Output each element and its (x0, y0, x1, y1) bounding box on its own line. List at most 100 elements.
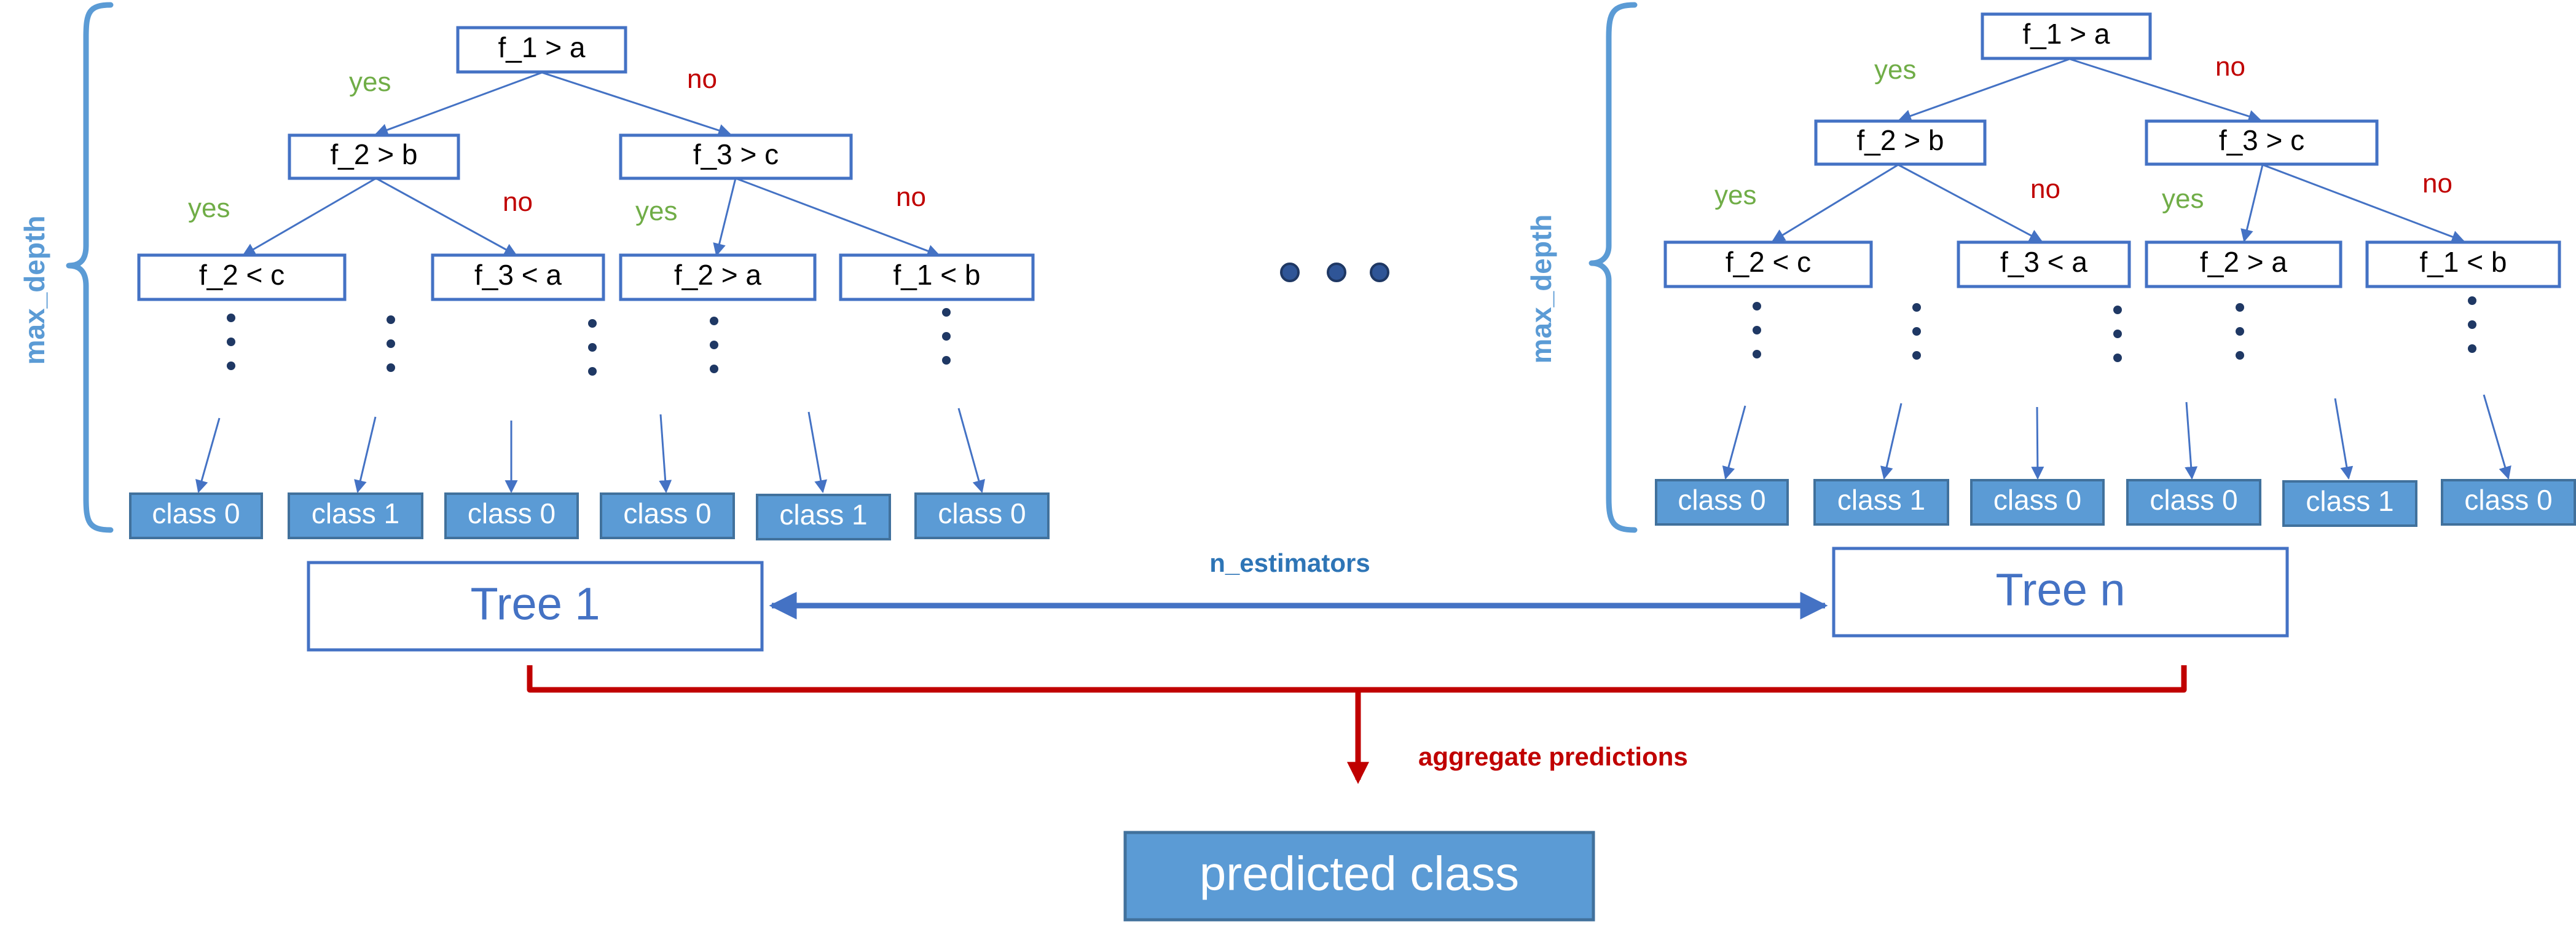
tree-name: Tree 1 (470, 579, 600, 630)
leaf-node: class 0 (1655, 479, 1789, 526)
edge (807, 411, 828, 494)
ellipsis-vertical (2468, 296, 2476, 353)
leaf-node: class 1 (288, 492, 423, 539)
branch-label-no: no (503, 187, 533, 217)
node-label: f_3 > c (693, 138, 779, 170)
edge (1722, 405, 1746, 480)
decision-node: f_2 > b (1814, 119, 1987, 166)
leaf-label: class 1 (1837, 484, 1925, 516)
edge (957, 408, 986, 494)
leaf-node: class 0 (129, 492, 263, 539)
predicted-class-label: predicted class (1200, 847, 1519, 901)
edge (375, 177, 517, 256)
ellipsis-vertical (2236, 303, 2244, 360)
node-label: f_1 < b (2420, 246, 2507, 278)
branch-label-yes: yes (2162, 184, 2204, 214)
branch-label-no: no (2030, 174, 2060, 204)
aggregate-predictions-label: aggregate predictions (1418, 742, 1688, 771)
ellipsis-vertical (2113, 306, 2122, 362)
branch-label-no: no (2422, 168, 2452, 199)
node-label: f_3 > c (2219, 124, 2304, 156)
node-label: f_2 > a (2200, 246, 2287, 278)
edge (713, 178, 737, 257)
predicted-class-box: predicted class (1123, 831, 1595, 922)
edge (2069, 58, 2262, 123)
decision-node: f_3 > c (2145, 119, 2379, 166)
leaf-label: class 0 (1993, 484, 2081, 516)
tree-label-box: Tree n (1832, 547, 2289, 638)
n-estimators-connector: n_estimators (769, 548, 1828, 620)
leaf-label: class 0 (152, 497, 240, 529)
leaf-label: class 0 (2150, 484, 2237, 516)
node-label: f_2 > b (331, 138, 418, 170)
edge (195, 417, 221, 494)
decision-node: f_3 < a (1957, 240, 2131, 288)
leaf-node: class 0 (1970, 479, 2105, 526)
node-label: f_1 < b (893, 259, 981, 291)
root-node: f_1 > a (456, 26, 627, 74)
decision-node: f_3 < a (431, 253, 605, 301)
aggregation-bracket: aggregate predictions (527, 665, 2187, 785)
leaf-label: class 0 (2464, 484, 2552, 516)
decision-node: f_2 < c (137, 253, 347, 301)
max-depth-brace (1588, 2, 1638, 533)
root-node: f_1 > a (1981, 12, 2152, 60)
leaf-label: class 0 (938, 497, 1026, 529)
node-label: f_3 < a (2000, 246, 2087, 278)
leaf-node: class 0 (914, 492, 1050, 539)
max-depth-label: max_depth (1525, 215, 1557, 364)
branch-label-no: no (896, 182, 926, 212)
leaf-node: class 0 (600, 492, 735, 539)
max-depth-brace (66, 2, 114, 533)
node-label: f_1 > a (2023, 18, 2110, 50)
edge (2483, 394, 2511, 480)
tree-name: Tree n (1995, 564, 2125, 615)
ellipsis-vertical (710, 317, 718, 373)
edge (2262, 164, 2465, 243)
node-label: f_3 < a (474, 259, 562, 291)
branch-label-yes: yes (1874, 55, 1916, 85)
tree-n: max_depth yes no yes no yes no f_1 > a f… (1525, 2, 2576, 638)
edge (375, 71, 543, 136)
edge (541, 71, 731, 137)
branch-label-yes: yes (188, 193, 230, 223)
edge (2240, 164, 2264, 243)
leaf-label: class 0 (1678, 484, 1765, 516)
leaf-node: class 0 (2441, 479, 2576, 526)
branch-label-no: no (2215, 52, 2245, 82)
edge (2185, 401, 2198, 480)
ellipsis-vertical (1753, 302, 1761, 358)
max-depth-label: max_depth (18, 216, 50, 365)
leaf-label: class 1 (312, 497, 399, 529)
decision-node: f_3 > c (619, 133, 853, 180)
branch-label-yes: yes (635, 196, 677, 226)
edge (1898, 58, 2070, 122)
edge (659, 414, 672, 494)
leaf-node: class 0 (444, 492, 579, 539)
decision-node: f_2 > a (2145, 240, 2342, 288)
edge (2031, 406, 2044, 480)
tree-label-box: Tree 1 (307, 561, 764, 652)
edge (1880, 403, 1903, 480)
leaf-label: class 1 (779, 499, 867, 531)
branch-label-yes: yes (349, 67, 391, 97)
leaf-node: class 1 (1813, 479, 1949, 526)
decision-node: f_1 < b (839, 253, 1035, 301)
ellipsis-vertical (227, 314, 235, 370)
ellipsis-vertical (387, 315, 395, 372)
leaf-node: class 0 (2126, 479, 2261, 526)
edge (1898, 164, 2043, 242)
decision-node: f_2 > b (288, 133, 460, 180)
n-estimators-label: n_estimators (1209, 548, 1370, 577)
leaf-label: class 0 (468, 497, 556, 529)
ellipsis-vertical (1912, 303, 1921, 360)
leaf-label: class 1 (2306, 485, 2393, 517)
ellipsis-horizontal (1280, 263, 1389, 282)
edge (242, 177, 377, 256)
node-label: f_2 > b (1857, 124, 1944, 156)
tree-1: max_depth yes no yes no yes no f_1 > a f… (18, 2, 1050, 652)
decision-node: f_2 > a (619, 253, 817, 301)
decision-node: f_2 < c (1663, 240, 1873, 288)
node-label: f_1 > a (498, 31, 586, 63)
